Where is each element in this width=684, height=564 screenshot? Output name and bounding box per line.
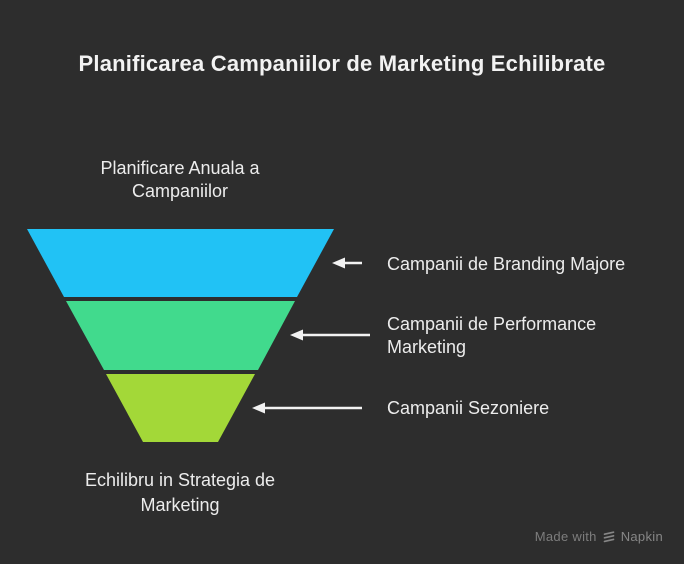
funnel-tier-3-shape — [106, 374, 255, 442]
watermark-prefix: Made with — [534, 529, 597, 544]
napkin-watermark[interactable]: Made with Napkin — [535, 529, 663, 544]
page-title: Planificarea Campaniilor de Marketing Ec… — [78, 51, 606, 76]
arrow-3-head-icon — [252, 402, 265, 414]
watermark-brand: Napkin — [620, 529, 663, 544]
arrow-2-head-icon — [290, 329, 303, 341]
tier-2-label: Campanii de Performance Marketing — [387, 314, 597, 357]
funnel-bottom-label: Echilibru in Strategia de Marketing — [84, 470, 276, 515]
tier-1-label: Campanii de Branding Majore — [387, 254, 626, 274]
funnel-tier-1-shape — [27, 229, 334, 297]
funnel-top-label: Planificare Anuala a Campaniilor — [100, 158, 260, 201]
napkin-logo-icon — [602, 530, 616, 544]
funnel-tier-2-shape — [66, 301, 295, 370]
arrow-1-head-icon — [332, 257, 345, 269]
tier-3-label: Campanii Sezoniere — [387, 398, 550, 418]
